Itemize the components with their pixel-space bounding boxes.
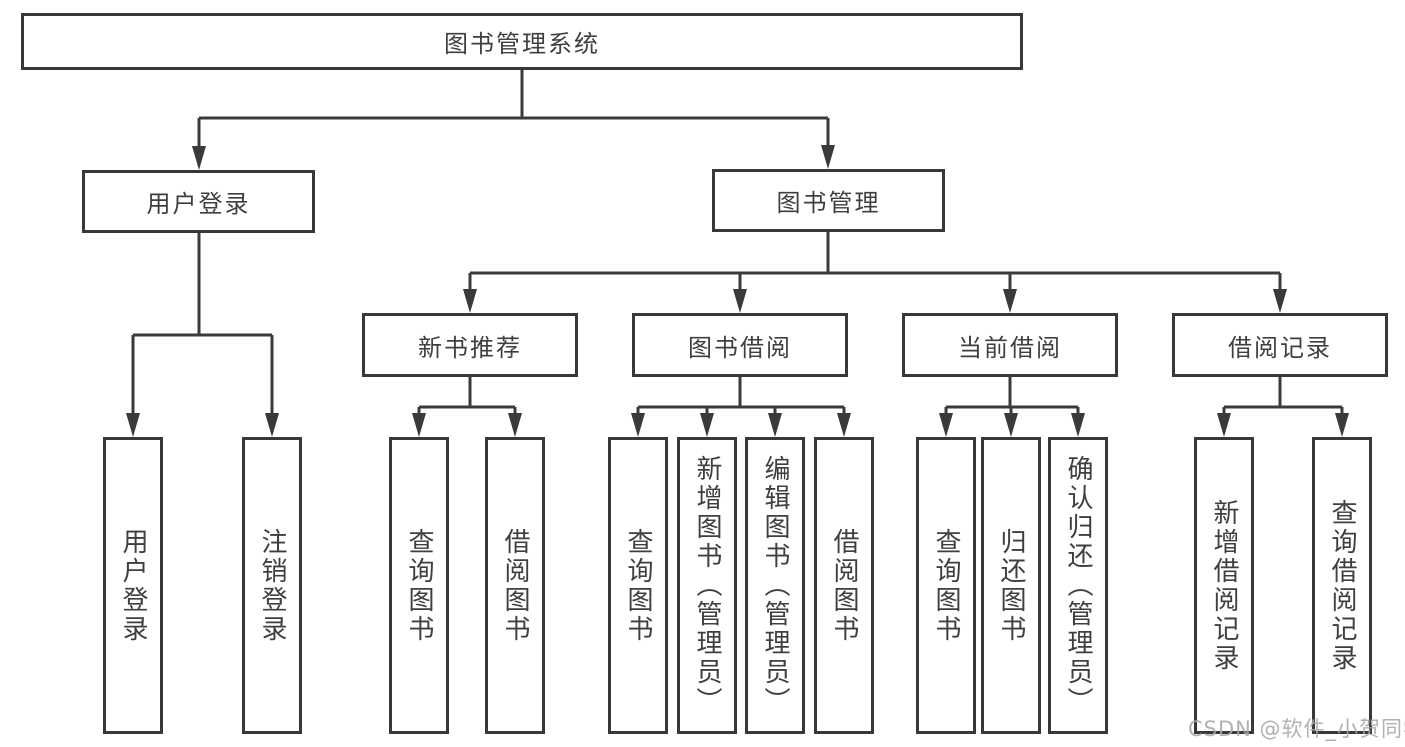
csdn-watermark: CSDN @软件_小贺同学: [1188, 717, 1405, 741]
leaf-return-books: 归还图书: [981, 437, 1041, 734]
arrowhead-icon: [1071, 413, 1085, 437]
connector-newbook-split: [412, 377, 522, 437]
leaf-query-borrow-record: 查询借阅记录: [1312, 437, 1372, 734]
arrowhead-icon: [1335, 413, 1349, 437]
connector-root-split: [192, 69, 835, 170]
arrowhead-icon: [1217, 413, 1231, 437]
leaf-add-borrow-record: 新增借阅记录: [1194, 437, 1254, 734]
arrowhead-icon: [837, 413, 851, 437]
arrowhead-icon: [1273, 289, 1287, 313]
arrowhead-icon: [939, 413, 953, 437]
arrowhead-icon: [463, 289, 477, 313]
arrowhead-icon: [1003, 289, 1017, 313]
leaf-add-books-admin: 新增图书（管理员）: [677, 437, 737, 734]
node-current-borrow: 当前借阅: [902, 313, 1118, 377]
arrowhead-icon: [733, 289, 747, 313]
leaf-logout: 注销登录: [242, 437, 302, 734]
connector-current-split: [939, 377, 1085, 437]
arrowhead-icon: [631, 413, 645, 437]
leaf-confirm-return-admin: 确认归还（管理员）: [1048, 437, 1108, 734]
leaf-query-books-borrow: 查询图书: [608, 437, 668, 734]
arrowhead-icon: [700, 413, 714, 437]
arrowhead-icon: [768, 413, 782, 437]
leaf-edit-books-admin: 编辑图书（管理员）: [745, 437, 805, 734]
leaf-borrow-books-recommend: 借阅图书: [485, 437, 545, 734]
arrowhead-icon: [265, 413, 279, 437]
node-book-borrow: 图书借阅: [632, 313, 848, 377]
connector-borrow-split: [631, 377, 851, 437]
leaf-query-books-current: 查询图书: [916, 437, 976, 734]
arrowhead-icon: [126, 413, 140, 437]
arrowhead-icon: [508, 413, 522, 437]
arrowhead-icon: [821, 145, 835, 169]
connector-bookmgmt-split: [463, 232, 1287, 313]
node-new-book-recommend: 新书推荐: [362, 313, 578, 377]
node-borrow-records: 借阅记录: [1172, 313, 1388, 377]
leaf-borrow-books: 借阅图书: [814, 437, 874, 734]
node-user-login: 用户登录: [82, 170, 315, 233]
connector-records-split: [1217, 377, 1349, 437]
arrowhead-icon: [192, 146, 206, 170]
leaf-user-login: 用户登录: [103, 437, 163, 734]
arrowhead-icon: [1004, 413, 1018, 437]
connector-login-split: [126, 233, 279, 437]
arrowhead-icon: [412, 413, 426, 437]
node-root-system: 图书管理系统: [21, 13, 1023, 70]
leaf-query-books-recommend: 查询图书: [389, 437, 449, 734]
node-book-management: 图书管理: [712, 169, 945, 232]
